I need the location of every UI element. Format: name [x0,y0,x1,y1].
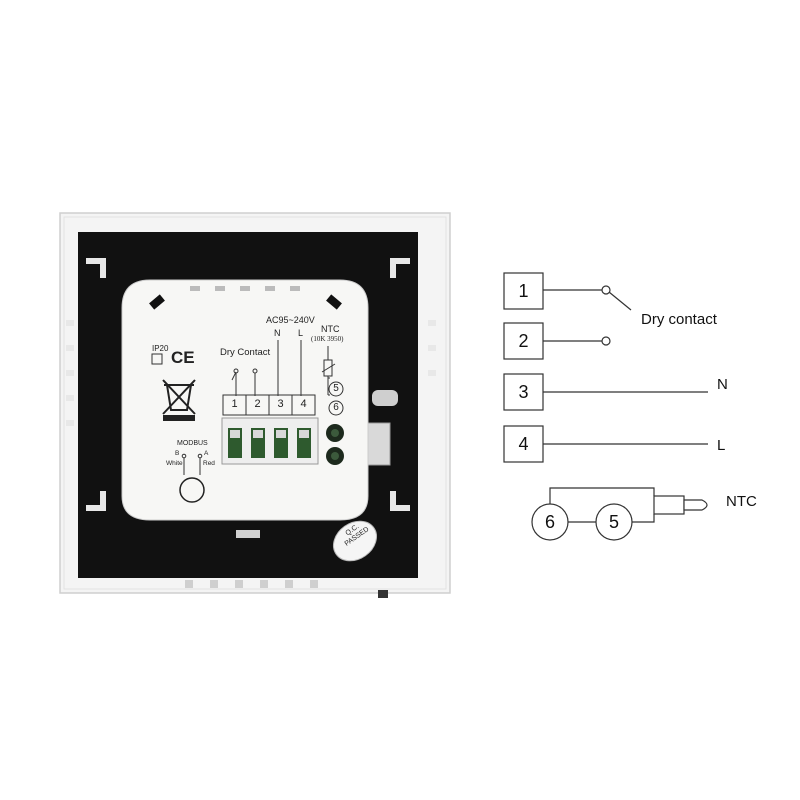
modbus-label: MODBUS [177,440,208,447]
qc-passed-sticker [333,520,377,562]
modbus-white-label: White [166,460,183,467]
modbus-connector [179,453,205,503]
ntc-screw-terminals [326,424,344,465]
ntc-circle-5-number: 5 [608,512,619,532]
left-mounting-slots [66,258,106,511]
n-device-label: N [274,328,281,338]
dry-contact-device-label: Dry Contact [220,347,271,358]
n-label: N [717,376,728,393]
ce-mark: CE [171,348,195,367]
ac-voltage-label: AC95~240V [266,315,315,325]
ip-rating-label: IP20 [152,344,169,353]
dry-contact-symbol [231,368,258,396]
device-terminal-1: 1 [231,398,238,410]
ntc-terminal-6-circle [328,400,344,416]
weee-bin-icon [162,379,196,421]
ntc-spec-label: (10K 3950) [311,335,344,343]
contact-1 [601,285,611,295]
ip-rating-box [151,353,163,365]
modbus-a-label: A [204,450,209,457]
bottom-vents [185,580,318,588]
l-device-label: L [298,328,304,338]
modbus-red-label: Red [203,460,215,467]
switch-lever [608,291,632,311]
diagram-terminal-1-number: 1 [518,281,529,301]
ntc-circle-6-number: 6 [544,512,555,532]
diagram-terminal-4-number: 4 [518,434,529,454]
device-terminal-3: 3 [277,398,284,410]
ntc-device-label: NTC [321,324,340,334]
ntc-probe-body [653,495,685,515]
ntc-label: NTC [726,493,757,510]
device-ntc-terminal-5: 5 [333,383,339,394]
ntc-terminal-5-circle [328,381,344,397]
right-mounting-slots [390,258,436,511]
device-ntc-terminal-6: 6 [333,402,339,413]
diagram-terminal-2-number: 2 [518,331,529,351]
diagram-terminal-3-number: 3 [518,382,529,402]
device-terminal-2: 2 [254,398,261,410]
l-label: L [717,437,726,454]
dry-contact-label: Dry contact [641,311,717,328]
modbus-b-label: B [175,450,180,457]
screw-terminal-block [221,417,319,465]
diagram-box-1 [503,272,544,310]
terminal-number-boxes [222,394,316,416]
device-terminal-4: 4 [300,398,307,410]
contact-2 [601,336,611,346]
ntc-resistor-symbol [321,346,336,396]
ntc-probe-tip [683,499,708,511]
